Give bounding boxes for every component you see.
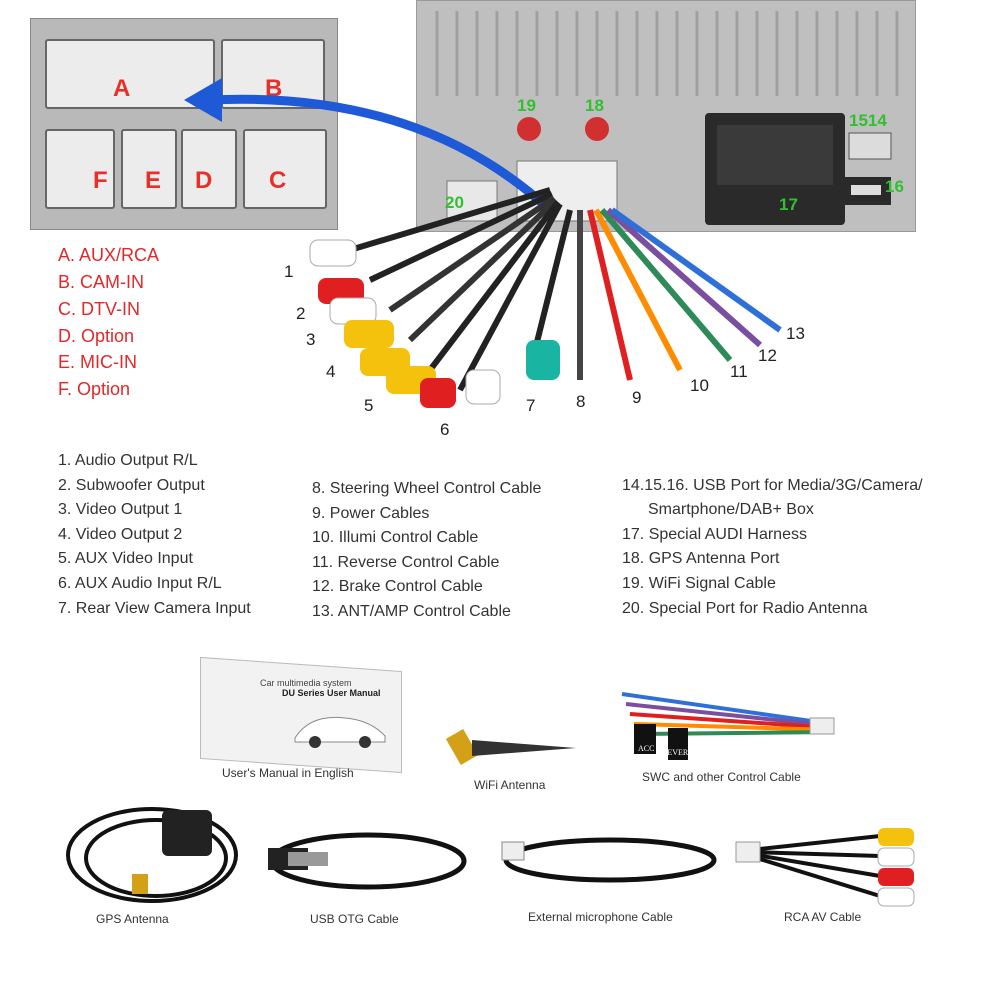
legend-d: D. Option — [58, 326, 135, 346]
connector-f — [45, 129, 115, 209]
list-item: 4. Video Output 2 — [58, 526, 183, 543]
connector-d — [181, 129, 237, 209]
connector-label-c: C — [269, 167, 287, 194]
caption-user-manual: User's Manual in English — [222, 766, 354, 780]
list-item: 10. Illumi Control Cable — [312, 529, 479, 546]
list-item: 14.15.16. USB Port for Media/3G/Camera/ — [622, 477, 923, 494]
caption-wifi-antenna: WiFi Antenna — [474, 778, 546, 792]
list-item: 12. Brake Control Cable — [312, 578, 483, 595]
legend-f: F. Option — [58, 379, 131, 399]
cable-number-1: 1 — [284, 262, 294, 281]
legend-c: C. DTV-IN — [58, 299, 141, 319]
pointer-arrow — [184, 78, 554, 214]
connector-b — [221, 39, 325, 109]
list-item: 2. Subwoofer Output — [58, 477, 205, 494]
list-item: 18. GPS Antenna Port — [622, 550, 780, 567]
cable-number-8: 8 — [576, 392, 586, 411]
list-item: 11. Reverse Control Cable — [312, 554, 500, 571]
rca-av-cable-image — [735, 828, 915, 907]
connector-label-d: D — [195, 167, 213, 194]
list-item: 19. WiFi Signal Cable — [622, 575, 776, 592]
manual-title-small: Car multimedia system — [260, 678, 352, 688]
connector-label-a: A — [113, 75, 131, 102]
swc-cable-image — [621, 692, 835, 760]
legend-e: E. MIC-IN — [58, 352, 137, 372]
caption-gps-antenna: GPS Antenna — [96, 912, 169, 926]
list-item: 1. Audio Output R/L — [58, 452, 198, 469]
port-number-16: 16 — [885, 177, 904, 196]
cable-number-2: 2 — [296, 304, 306, 323]
microphone-cable-image — [501, 837, 717, 883]
list-item: 8. Steering Wheel Control Cable — [312, 480, 542, 497]
connector-label-e: E — [145, 167, 162, 194]
port-number-18: 18 — [585, 96, 604, 115]
tag-reverse: REVERSE — [662, 748, 698, 757]
port-number-19: 19 — [517, 96, 536, 115]
list-item: 13. ANT/AMP Control Cable — [312, 603, 511, 620]
cable-number-9: 9 — [632, 388, 642, 407]
user-manual-image: Car multimedia system DU Series User Man… — [200, 656, 402, 774]
list-item: 3. Video Output 1 — [58, 501, 183, 518]
cable-bundle — [309, 187, 782, 408]
list-item: 6. AUX Audio Input R/L — [58, 575, 222, 592]
usb-otg-cable-image — [268, 832, 467, 890]
cable-number-3: 3 — [306, 330, 316, 349]
cable-number-4: 4 — [326, 362, 336, 381]
cable-number-7: 7 — [526, 396, 536, 415]
gps-antenna-image — [66, 807, 238, 903]
cable-number-11: 11 — [730, 362, 748, 381]
list-item: 7. Rear View Camera Input — [58, 600, 251, 617]
caption-microphone-cable: External microphone Cable — [528, 910, 673, 924]
legend-b: B. CAM-IN — [58, 272, 145, 292]
connector-label-f: F — [93, 167, 108, 194]
list-item: Smartphone/DAB+ Box — [648, 501, 814, 518]
wifi-antenna-image — [446, 729, 576, 765]
caption-swc-cable: SWC and other Control Cable — [642, 770, 801, 784]
list-item: 5. AUX Video Input — [58, 550, 193, 567]
cable-number-12: 12 — [758, 346, 777, 365]
port-number-20: 20 — [445, 193, 464, 212]
list-item: 9. Power Cables — [312, 505, 430, 522]
cable-number-13: 13 — [786, 324, 805, 343]
connector-inset: A B F E D C — [30, 18, 338, 230]
connector-c — [243, 129, 327, 209]
port-number-17: 17 — [779, 195, 798, 214]
list-item: 17. Special AUDI Harness — [622, 526, 807, 543]
head-unit-back-panel: 19 18 1514 16 17 20 — [416, 0, 916, 232]
heatsink-fins — [435, 11, 899, 225]
manual-title: DU Series User Manual — [282, 688, 381, 698]
port-number-1514: 1514 — [849, 111, 887, 130]
list-item: 20. Special Port for Radio Antenna — [622, 600, 868, 617]
tag-acc: ACC — [638, 744, 655, 753]
cable-number-10: 10 — [690, 376, 709, 395]
connector-label-b: B — [265, 75, 283, 102]
cable-number-6: 6 — [440, 420, 450, 439]
connector-e — [121, 129, 177, 209]
cable-number-5: 5 — [364, 396, 374, 415]
caption-usb-otg-cable: USB OTG Cable — [310, 912, 399, 926]
car-icon — [294, 716, 386, 748]
caption-rca-av-cable: RCA AV Cable — [784, 910, 862, 924]
legend-a: A. AUX/RCA — [58, 245, 160, 265]
connector-a — [45, 39, 215, 109]
